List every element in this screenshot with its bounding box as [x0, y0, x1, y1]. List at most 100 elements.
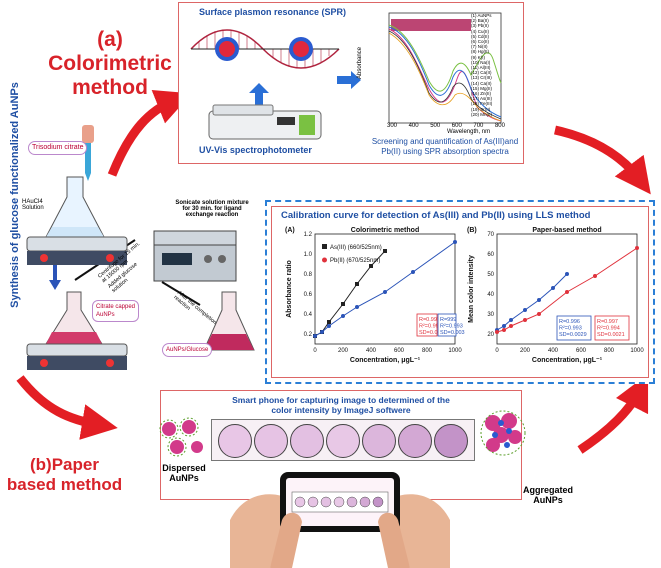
calib-a-legend-as-marker [322, 244, 327, 249]
calib-a-ytick: 1.2 [304, 232, 313, 238]
smartphone-hands [230, 472, 450, 568]
smartphone-label: Smart phone for capturing image to deter… [232, 395, 450, 415]
calib-a-xtick: 600 [394, 348, 405, 354]
colorimetric-title: (a) Colorimetric method [48, 28, 172, 99]
spr-legend: (1) AuNPs(2) Ba(II)(3) Pb(II)(4) Cu(II)(… [471, 13, 493, 117]
device-label: UV-Vis spectrophotometer [199, 145, 312, 155]
calib-a-xtick: 800 [422, 348, 433, 354]
calib-b-stats-red: SD=0.0021 [597, 332, 625, 338]
calib-b-series-0-point [537, 298, 541, 302]
calib-a-series-1-point [327, 324, 331, 328]
calib-b-ytick: 60 [487, 252, 494, 258]
calib-a-ytick: 0.2 [304, 332, 313, 338]
dispersed-aunp-icon [159, 417, 203, 457]
spot-6 [398, 424, 432, 458]
calib-a-legend-as: As(III) (660/525nm) [330, 245, 382, 251]
calib-a-series-0-point [383, 249, 387, 253]
calib-a-series-1-point [341, 314, 345, 318]
calib-a-stats-as: R=0.997 [419, 317, 440, 323]
calib-a-ylabel: Absorbance ratio [286, 260, 293, 318]
calib-a-series-1-point [383, 290, 387, 294]
calib-b-subtitle: Paper-based method [532, 227, 601, 234]
arrow-down-to-paper [16, 375, 118, 440]
aggregated-label: Aggregated AuNPs [522, 485, 573, 505]
calib-b-series-1-point [593, 274, 597, 278]
calib-a-series-0-point [327, 320, 331, 324]
arrow-top-to-spr [107, 89, 192, 177]
calib-a-ytick: 0.8 [304, 272, 313, 278]
calib-a-subtitle: Colorimetric method [351, 227, 419, 234]
calib-b-ytick: 40 [487, 292, 494, 298]
calib-b-series-1-point [509, 324, 513, 328]
calib-b-xlabel: Concentration, μgL⁻¹ [532, 357, 603, 364]
calib-a-stats-as: SD=0.006 [419, 330, 444, 336]
sonicator-icon [153, 230, 237, 282]
calib-b-series-0-point [523, 308, 527, 312]
calib-b-series-1-point [502, 328, 506, 332]
calib-b-xtick: 600 [576, 348, 587, 354]
calib-b-xtick: 0 [495, 348, 499, 354]
flask-hotplate-1 [26, 176, 128, 265]
sonicate-label: Sonicate solution mixture for 30 min. fo… [175, 200, 249, 218]
screening-label: Screening and quantification of As(III)a… [371, 137, 519, 156]
calib-a-legend-pb-marker [322, 257, 327, 263]
calib-a-xtick: 1000 [448, 348, 462, 354]
aggregated-aunp-icon [480, 410, 526, 456]
arrow-sonicator-down [161, 281, 201, 306]
calib-b-series-1-point [523, 318, 527, 322]
calib-a-xtick: 0 [313, 348, 317, 354]
calibration-title: Calibration curve for detection of As(II… [281, 210, 591, 221]
spectrophotometer-icon [208, 104, 322, 140]
spot-5 [362, 424, 396, 458]
calib-a-panel-label: (A) [285, 227, 295, 234]
calib-a-series-0-point [355, 282, 359, 286]
calib-b-stats-blue: SD=0.0029 [559, 332, 587, 338]
spr-illustration [190, 29, 340, 69]
calib-a-ytick: 0.4 [304, 312, 313, 318]
calib-b-series-1-point [537, 312, 541, 316]
calib-b-stats-red: R=0.997 [597, 319, 618, 325]
spr-xlabel: Wavelength, nm [447, 129, 491, 135]
calib-b-series-1-point [495, 330, 499, 334]
haucl-label: HAuCl4 Solution [22, 199, 44, 211]
trisodium-label: Trisodium citrate [28, 141, 88, 155]
calib-b-series-1-point [565, 290, 569, 294]
calib-b-ylabel: Mean color intensity [468, 255, 475, 323]
spot-3 [290, 424, 324, 458]
calib-a-stats-as-box [416, 313, 438, 337]
calib-b-stats-red-box [594, 315, 630, 341]
calib-b-ytick: 30 [487, 312, 494, 318]
calib-b-stats-blue: R=0.996 [559, 319, 580, 325]
calib-a-ytick: 1.0 [304, 252, 313, 258]
calib-a-stats-as: R²=0.996 [419, 324, 442, 330]
pipette-icon [82, 125, 94, 181]
calib-b-xtick: 400 [548, 348, 559, 354]
calib-a-series-1-point [355, 305, 359, 309]
calib-a-stats-pb-box [437, 313, 457, 337]
calib-a-series-0-point [341, 302, 345, 306]
calib-b-series-0-line [496, 273, 568, 331]
calib-a-legend-pb: Pb(II) (670/525nm) [330, 258, 380, 264]
calib-a-series-1-point [320, 330, 324, 334]
citrate-label: Citrate capped AuNPs [92, 300, 140, 322]
spr-panel: Surface plasmon resonance (SPR) UV-Vis s… [178, 2, 524, 164]
calib-b-stats-red: R²=0.994 [597, 326, 620, 332]
arrow-paper-to-calibration [577, 373, 649, 454]
spr-spectra-chart [388, 12, 502, 124]
color-strip [211, 419, 475, 461]
calib-b-stats-blue-box [556, 315, 592, 341]
calib-a-series-1-point [313, 334, 317, 338]
calib-b-xtick: 1000 [630, 348, 644, 354]
calib-a-series-1-point [453, 240, 457, 244]
calib-a-series-1-point [411, 270, 415, 274]
calib-b-panel-label: (B) [467, 227, 477, 234]
calib-a-xlabel: Concentration, μgL⁻¹ [350, 357, 421, 364]
calib-b-xtick: 200 [520, 348, 531, 354]
calib-b-ytick: 70 [487, 232, 494, 238]
spot-1 [218, 424, 252, 458]
calibration-panel: Calibration curve for detection of As(II… [265, 200, 655, 384]
spr-title: Surface plasmon resonance (SPR) [199, 7, 347, 17]
